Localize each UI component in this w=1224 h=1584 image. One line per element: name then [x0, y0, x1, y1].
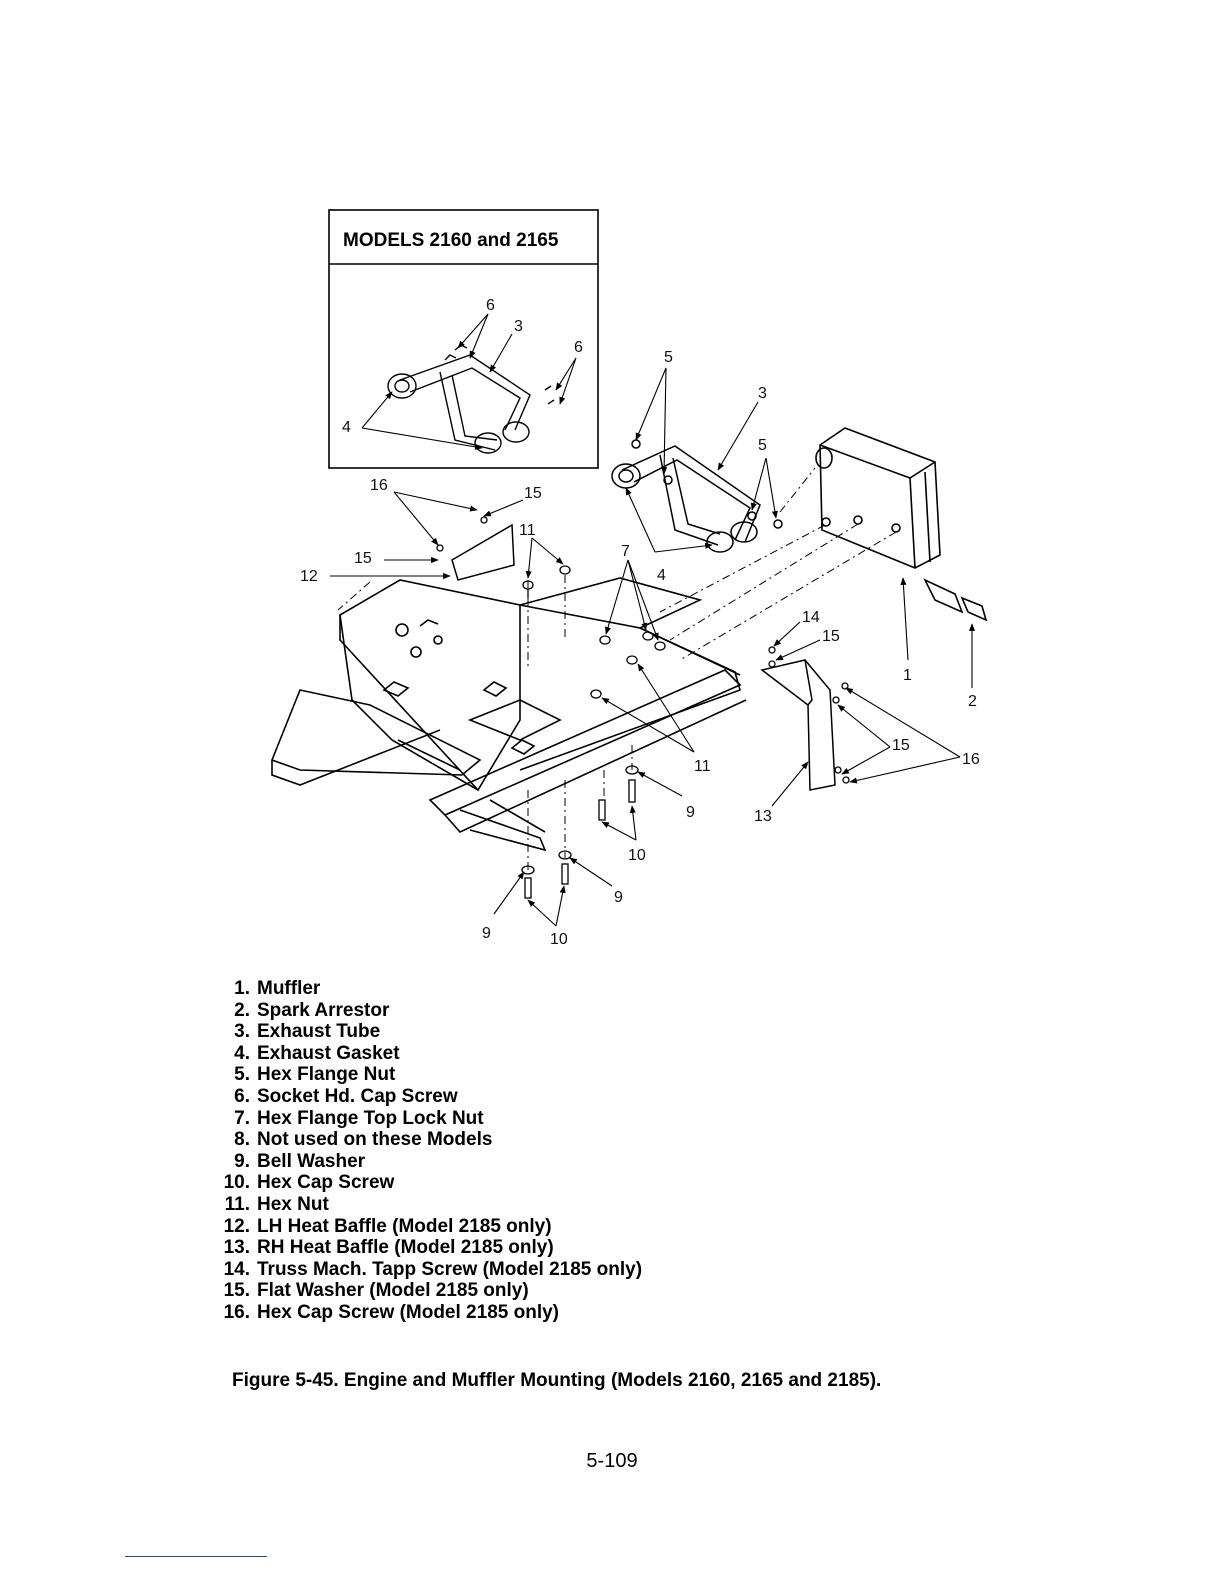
legend-item-number: 16.	[223, 1301, 250, 1323]
legend-item-number: 5.	[234, 1064, 250, 1086]
callout-9b: 9	[614, 889, 623, 906]
parts-legend: 1. Muffler 2. Spark Arrestor 3. Exhaust Tub…	[214, 978, 642, 1324]
callout-11b: 11	[694, 758, 711, 775]
legend-item-label: Truss Mach. Tapp Screw (Model 2185 only)	[257, 1258, 643, 1280]
inset-leaders	[361, 313, 577, 450]
callout-3: 3	[758, 385, 767, 402]
legend-item-number: 8.	[234, 1129, 250, 1151]
figure-caption: Figure 5-45. Engine and Muffler Mounting…	[232, 1370, 882, 1391]
callout-5a: 5	[664, 349, 673, 366]
legend-item-number: 14.	[223, 1258, 250, 1280]
legend-item: 7. Hex Flange Top Lock Nut	[214, 1108, 642, 1130]
callout-10b: 10	[550, 931, 568, 948]
frame-drawing	[270, 577, 747, 852]
legend-item-number: 12.	[223, 1215, 250, 1237]
legend-item-label: Hex Cap Screw (Model 2185 only)	[257, 1301, 559, 1323]
callout-13: 13	[754, 808, 772, 825]
legend-item: 4. Exhaust Gasket	[214, 1043, 642, 1065]
callout-inset-6b: 6	[574, 339, 583, 356]
legend-item-number: 15.	[223, 1280, 250, 1302]
alignment-lines	[337, 467, 897, 870]
exploded-parts-diagram: MODELS 2160 and 2165	[270, 209, 988, 948]
legend-item: 16. Hex Cap Screw (Model 2185 only)	[214, 1302, 642, 1324]
legend-item-label: Hex Flange Top Lock Nut	[257, 1107, 484, 1129]
legend-item: 14. Truss Mach. Tapp Screw (Model 2185 on…	[214, 1259, 642, 1281]
legend-item-number: 1.	[234, 978, 250, 999]
callout-2: 2	[968, 693, 977, 710]
page-number: 5-109	[586, 1450, 638, 1472]
legend-item: 15. Flat Washer (Model 2185 only)	[214, 1280, 642, 1302]
callout-9c: 9	[482, 925, 491, 942]
legend-item: 6. Socket Hd. Cap Screw	[214, 1086, 642, 1108]
inset-box: MODELS 2160 and 2165	[328, 209, 599, 469]
legend-item-label: Socket Hd. Cap Screw	[257, 1085, 458, 1107]
legend-item-label: Exhaust Tube	[257, 1021, 381, 1043]
legend-item-number: 13.	[223, 1237, 250, 1259]
legend-item-label: Hex Cap Screw	[257, 1172, 395, 1194]
callout-5b: 5	[758, 437, 767, 454]
legend-item-number: 2.	[234, 999, 250, 1021]
legend-item-number: 10.	[223, 1172, 250, 1194]
leader-lines	[330, 367, 976, 927]
legend-item-label: Flat Washer (Model 2185 only)	[257, 1280, 529, 1302]
inset-title: MODELS 2160 and 2165	[343, 230, 559, 251]
legend-item-label: Hex Nut	[257, 1193, 329, 1215]
legend-item: 10. Hex Cap Screw	[214, 1172, 642, 1194]
callout-16b: 16	[962, 751, 980, 768]
callout-1: 1	[903, 667, 912, 684]
callout-7: 7	[621, 543, 630, 560]
callout-10a: 10	[628, 847, 646, 864]
callout-9a: 9	[686, 804, 695, 821]
legend-item-number: 9.	[234, 1150, 250, 1172]
legend-item-label: Exhaust Gasket	[257, 1042, 400, 1064]
callout-labels: 6 3 6 4 5 3 5 4 7 16 15 11 15 12 14 15 1…	[300, 297, 980, 948]
callout-15d: 15	[892, 737, 910, 754]
hardware-drawing	[436, 516, 850, 899]
legend-item: 8. Not used on these Models	[214, 1129, 642, 1151]
callout-15a: 15	[524, 485, 542, 502]
legend-item-label: Muffler	[257, 978, 321, 999]
legend-item: 9. Bell Washer	[214, 1151, 642, 1173]
legend-item-label: RH Heat Baffle (Model 2185 only)	[257, 1237, 554, 1259]
legend-item-label: Bell Washer	[257, 1150, 366, 1172]
footnote-rule	[125, 1556, 267, 1557]
legend-item: 13. RH Heat Baffle (Model 2185 only)	[214, 1237, 642, 1259]
callout-11a: 11	[519, 522, 536, 539]
callout-inset-6a: 6	[486, 297, 495, 314]
legend-item-label: Not used on these Models	[257, 1129, 493, 1151]
legend-item: 1. Muffler	[214, 978, 642, 1000]
legend-item-number: 4.	[234, 1042, 250, 1064]
muffler-drawing	[815, 427, 988, 622]
exhaust-tube-drawing	[611, 439, 783, 553]
legend-item: 12. LH Heat Baffle (Model 2185 only)	[214, 1216, 642, 1238]
callout-15c: 15	[822, 628, 840, 645]
callout-inset-3: 3	[514, 318, 523, 335]
legend-item-label: Hex Flange Nut	[257, 1064, 396, 1086]
legend-item-number: 3.	[234, 1021, 250, 1043]
legend-item: 11. Hex Nut	[214, 1194, 642, 1216]
legend-item: 2. Spark Arrestor	[214, 1000, 642, 1022]
callout-12: 12	[300, 568, 318, 585]
legend-item-number: 7.	[234, 1107, 250, 1129]
legend-item: 5. Hex Flange Nut	[214, 1064, 642, 1086]
callout-14: 14	[802, 609, 820, 626]
legend-item-label: Spark Arrestor	[257, 999, 390, 1021]
callout-15b: 15	[354, 550, 372, 567]
legend-item-label: LH Heat Baffle (Model 2185 only)	[257, 1215, 552, 1237]
legend-item-number: 11.	[224, 1193, 250, 1215]
callout-inset-4: 4	[342, 419, 351, 436]
callout-4: 4	[657, 567, 666, 584]
callout-16a: 16	[370, 477, 388, 494]
heat-baffles-drawing	[451, 523, 836, 791]
legend-item-number: 6.	[234, 1085, 250, 1107]
legend-item: 3. Exhaust Tube	[214, 1021, 642, 1043]
inset-exhaust-tube-drawing	[387, 344, 555, 454]
